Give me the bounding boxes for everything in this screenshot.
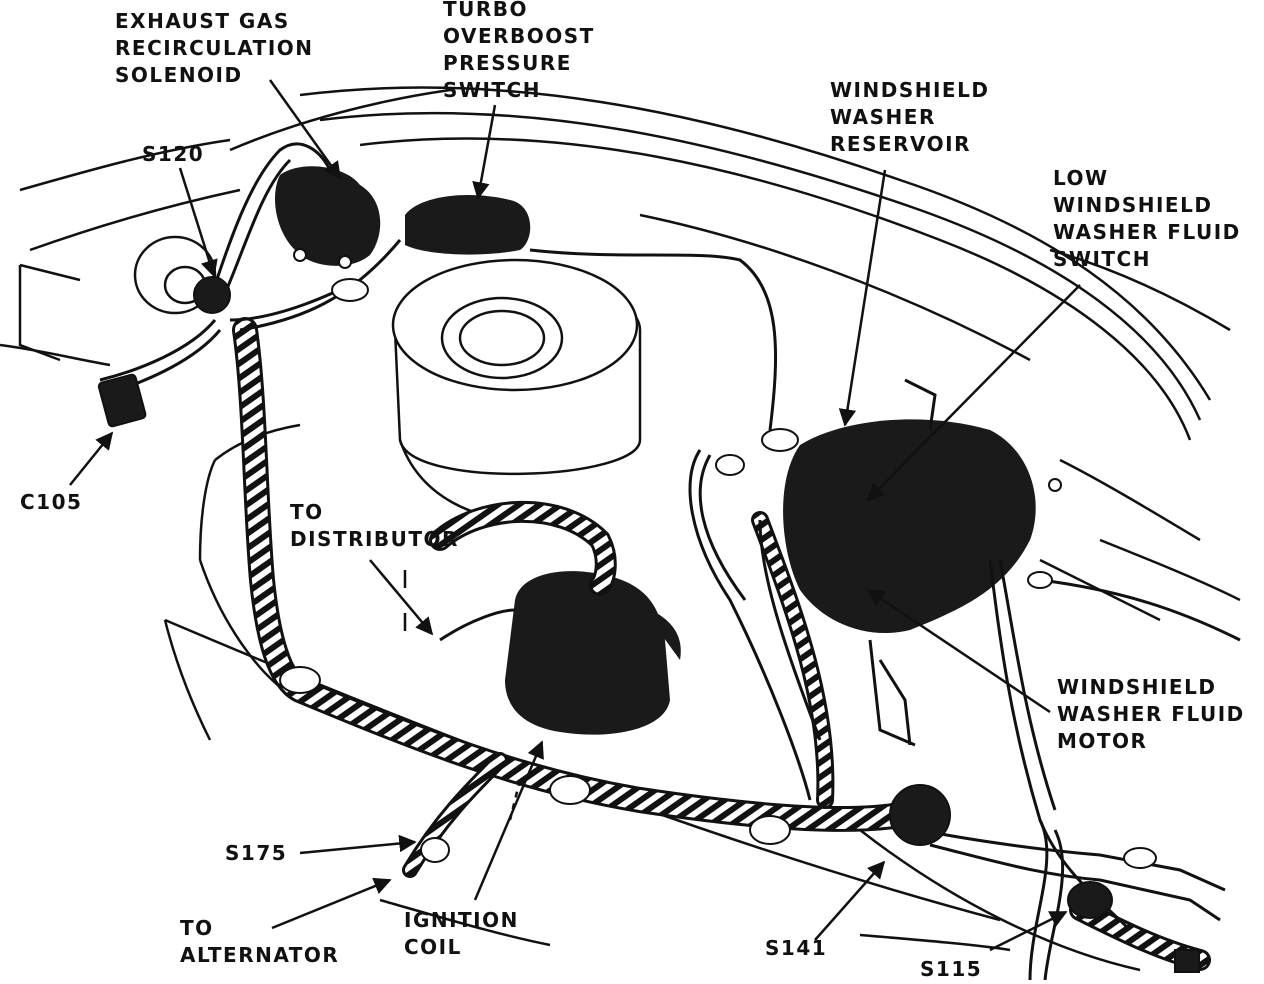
headlamp-bucket [18,235,217,362]
arrow-ignition-coil [473,740,544,901]
washer-reservoir [783,378,1062,747]
label-to-distributor: TO DISTRIBUTOR [290,500,459,551]
label-s120: S120 [142,142,205,166]
label-washer-reservoir: WINDSHIELD WASHER RESERVOIR [830,78,990,156]
arrow-s120 [178,167,218,278]
leader-arrows [69,79,1081,952]
arrow-low-fluid-switch [866,284,1081,502]
wiring-harness [232,317,1211,971]
label-c105: C105 [20,490,83,514]
arrow-s175 [299,834,417,855]
arrow-egr-solenoid [268,79,342,180]
label-ignition-coil: IGNITION COIL [404,908,519,959]
arrow-s141 [814,860,886,941]
label-washer-motor: WINDSHIELD WASHER FLUID MOTOR [1057,675,1245,753]
arrow-washer-motor [866,588,1051,714]
label-s115: S115 [920,957,983,981]
label-egr-solenoid: EXHAUST GAS RECIRCULATION SOLENOID [115,9,314,87]
label-s175: S175 [225,841,288,865]
strut-tower [391,258,642,522]
arrow-washer-reservoir [838,169,887,427]
ignition-coil [505,571,681,735]
label-low-fluid-switch: LOW WINDSHIELD WASHER FLUID SWITCH [1053,166,1241,271]
arrow-to-alternator [271,877,392,930]
label-to-alternator: TO ALTERNATOR [180,916,340,967]
label-s141: S141 [765,936,828,960]
arrow-c105 [69,431,114,486]
arrow-s115 [989,910,1068,952]
connectors [97,276,1200,973]
arrow-to-distributor [369,559,434,636]
arrow-turbo-switch [472,104,497,200]
label-turbo-switch: TURBO OVERBOOST PRESSURE SWITCH [443,0,595,102]
turbo-overboost-switch [405,195,531,255]
egr-solenoid [275,166,381,269]
